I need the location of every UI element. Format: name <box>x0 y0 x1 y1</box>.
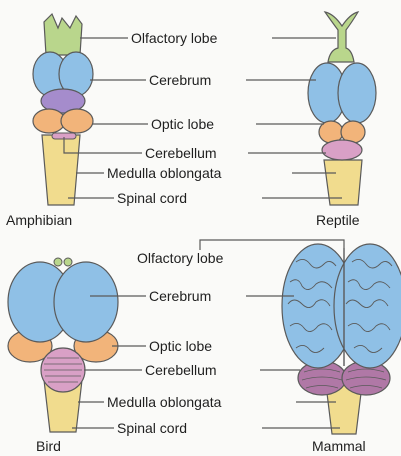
bird-cerebrum-right <box>54 262 118 342</box>
animal-label-amphibian: Amphibian <box>6 212 72 228</box>
label-bottom-optic-lobe: Optic lobe <box>146 338 215 354</box>
amphibian-brain <box>33 14 93 205</box>
amphibian-optic-lobe-left <box>33 109 65 133</box>
label-top-olfactory-lobe: Olfactory lobe <box>128 30 220 46</box>
reptile-cerebrum-right <box>338 63 376 123</box>
label-bottom-spinal-cord: Spinal cord <box>114 420 190 436</box>
mammal-brain <box>282 244 401 434</box>
animal-label-mammal: Mammal <box>312 438 366 454</box>
amphibian-olfactory-lobe <box>44 14 82 55</box>
amphibian-spinal-cord <box>42 135 80 205</box>
label-top-medulla-oblongata: Medulla oblongata <box>104 165 224 181</box>
label-top-optic-lobe: Optic lobe <box>148 116 217 132</box>
label-bottom-olfactory-lobe: Olfactory lobe <box>134 250 226 266</box>
label-bottom-medulla-oblongata: Medulla oblongata <box>104 394 224 410</box>
bird-olfactory-lobe-right <box>64 258 72 266</box>
label-top-spinal-cord: Spinal cord <box>114 190 190 206</box>
animal-label-bird: Bird <box>36 438 61 454</box>
bird-olfactory-lobe-left <box>54 258 62 266</box>
reptile-olfactory-lobe <box>325 12 358 62</box>
label-bottom-cerebrum: Cerebrum <box>146 288 214 304</box>
amphibian-optic-lobe-right <box>61 109 93 133</box>
reptile-cerebellum <box>322 140 362 160</box>
animal-label-reptile: Reptile <box>316 212 360 228</box>
label-top-cerebellum: Cerebellum <box>142 145 220 161</box>
bird-brain <box>8 258 118 432</box>
label-top-cerebrum: Cerebrum <box>146 72 214 88</box>
reptile-brain <box>308 12 376 205</box>
label-bottom-cerebellum: Cerebellum <box>142 362 220 378</box>
